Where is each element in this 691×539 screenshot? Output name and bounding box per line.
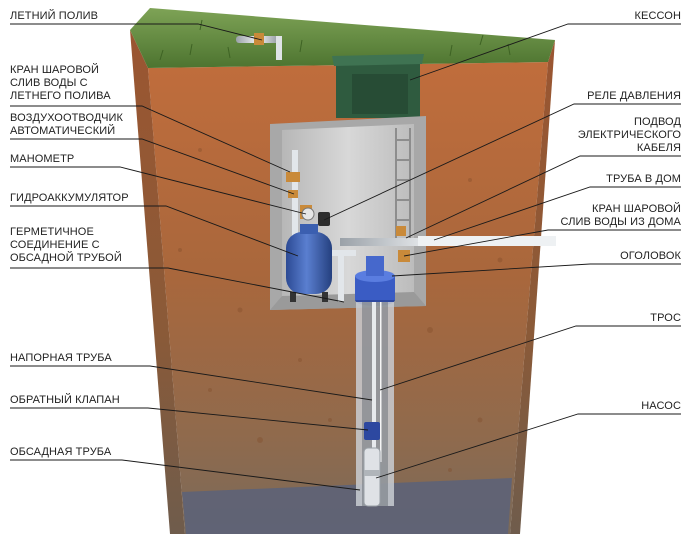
- aquifer-layer: [182, 478, 512, 534]
- label-drain-valve-house-line2: СЛИВ ВОДЫ ИЗ ДОМА: [560, 216, 681, 228]
- label-casing-pipe: ОБСАДНАЯ ТРУБА: [10, 446, 112, 458]
- label-hermetic-joint-line3: ОБСАДНОЙ ТРУБОЙ: [10, 252, 122, 264]
- hydro-accumulator: [286, 224, 332, 302]
- label-pump: НАСОС: [641, 400, 681, 412]
- check-valve: [364, 422, 380, 440]
- leader-pipe-to-house: [433, 186, 681, 241]
- soil-right-face: [510, 40, 555, 534]
- leader-well-head: [391, 263, 681, 277]
- soil-left-face: [130, 30, 185, 534]
- label-hermetic-joint-line1: ГЕРМЕТИЧНОЕ: [10, 226, 94, 238]
- leader-accumulator: [10, 205, 299, 257]
- leader-pressure-relay: [323, 103, 681, 221]
- label-air-vent-line2: АВТОМАТИЧЕСКИЙ: [10, 125, 116, 137]
- leader-check-valve: [10, 407, 369, 431]
- leader-caisson: [409, 23, 681, 81]
- leader-summer-watering: [10, 23, 263, 41]
- leader-air-vent: [10, 138, 295, 195]
- label-power-cable-line1: ПОДВОД: [633, 116, 681, 128]
- grass-surface: [130, 8, 555, 68]
- casing-pipe: [356, 302, 394, 506]
- leader-manometer: [10, 166, 307, 215]
- label-drain-valve-summer-line1: КРАН ШАРОВОЙ: [10, 64, 100, 76]
- leader-pressure-pipe: [10, 365, 373, 401]
- leader-drain-valve-summer: [10, 105, 291, 173]
- label-pipe-to-house: ТРУБА В ДОМ: [606, 173, 681, 185]
- caisson-lid: [332, 54, 424, 118]
- label-hermetic-joint-line2: СОЕДИНЕНИЕ С: [10, 239, 100, 251]
- label-cable: ТРОС: [650, 312, 681, 324]
- pump: [363, 447, 381, 507]
- leader-lines: [10, 23, 681, 491]
- label-drain-valve-summer: КРАН ШАРОВОЙ СЛИВ ВОДЫ С ЛЕТНЕГО ПОЛИВА: [10, 64, 111, 103]
- label-check-valve: ОБРАТНЫЙ КЛАПАН: [10, 394, 120, 406]
- label-caisson: КЕССОН: [634, 10, 681, 22]
- leader-cable: [379, 325, 681, 391]
- label-accumulator: ГИДРОАККУМУЛЯТОР: [10, 192, 129, 204]
- label-summer-watering: ЛЕТНИЙ ПОЛИВ: [10, 10, 99, 22]
- leader-power-cable: [405, 155, 681, 239]
- label-air-vent-line1: ВОЗДУХООТВОДЧИК: [10, 112, 124, 124]
- label-power-cable: ПОДВОД ЭЛЕКТРИЧЕСКОГО КАБЕЛЯ: [578, 116, 681, 155]
- leader-hermetic: [10, 267, 345, 303]
- label-well-head: ОГОЛОВОК: [620, 250, 681, 262]
- soil-texture: [178, 148, 503, 472]
- label-drain-valve-house-line1: КРАН ШАРОВОЙ: [591, 203, 681, 215]
- leader-casing-pipe: [10, 459, 361, 491]
- label-drain-valve-summer-line2: СЛИВ ВОДЫ С: [10, 77, 88, 89]
- label-drain-valve-house: КРАН ШАРОВОЙ СЛИВ ВОДЫ ИЗ ДОМА: [561, 203, 681, 229]
- label-manometer: МАНОМЕТР: [10, 153, 75, 165]
- label-power-cable-line3: КАБЕЛЯ: [636, 142, 681, 154]
- label-air-vent: ВОЗДУХООТВОДЧИК АВТОМАТИЧЕСКИЙ: [10, 112, 123, 138]
- grass-blades: [159, 19, 511, 61]
- label-power-cable-line2: ЭЛЕКТРИЧЕСКОГО: [577, 129, 681, 141]
- leader-pump: [375, 413, 681, 479]
- label-pressure-relay: РЕЛЕ ДАВЛЕНИЯ: [587, 90, 681, 102]
- label-pressure-pipe: НАПОРНАЯ ТРУБА: [10, 352, 112, 364]
- leader-drain-valve-house: [403, 229, 681, 257]
- label-hermetic-joint: ГЕРМЕТИЧНОЕ СОЕДИНЕНИЕ С ОБСАДНОЙ ТРУБОЙ: [10, 226, 122, 265]
- label-drain-valve-summer-line3: ЛЕТНЕГО ПОЛИВА: [10, 90, 111, 102]
